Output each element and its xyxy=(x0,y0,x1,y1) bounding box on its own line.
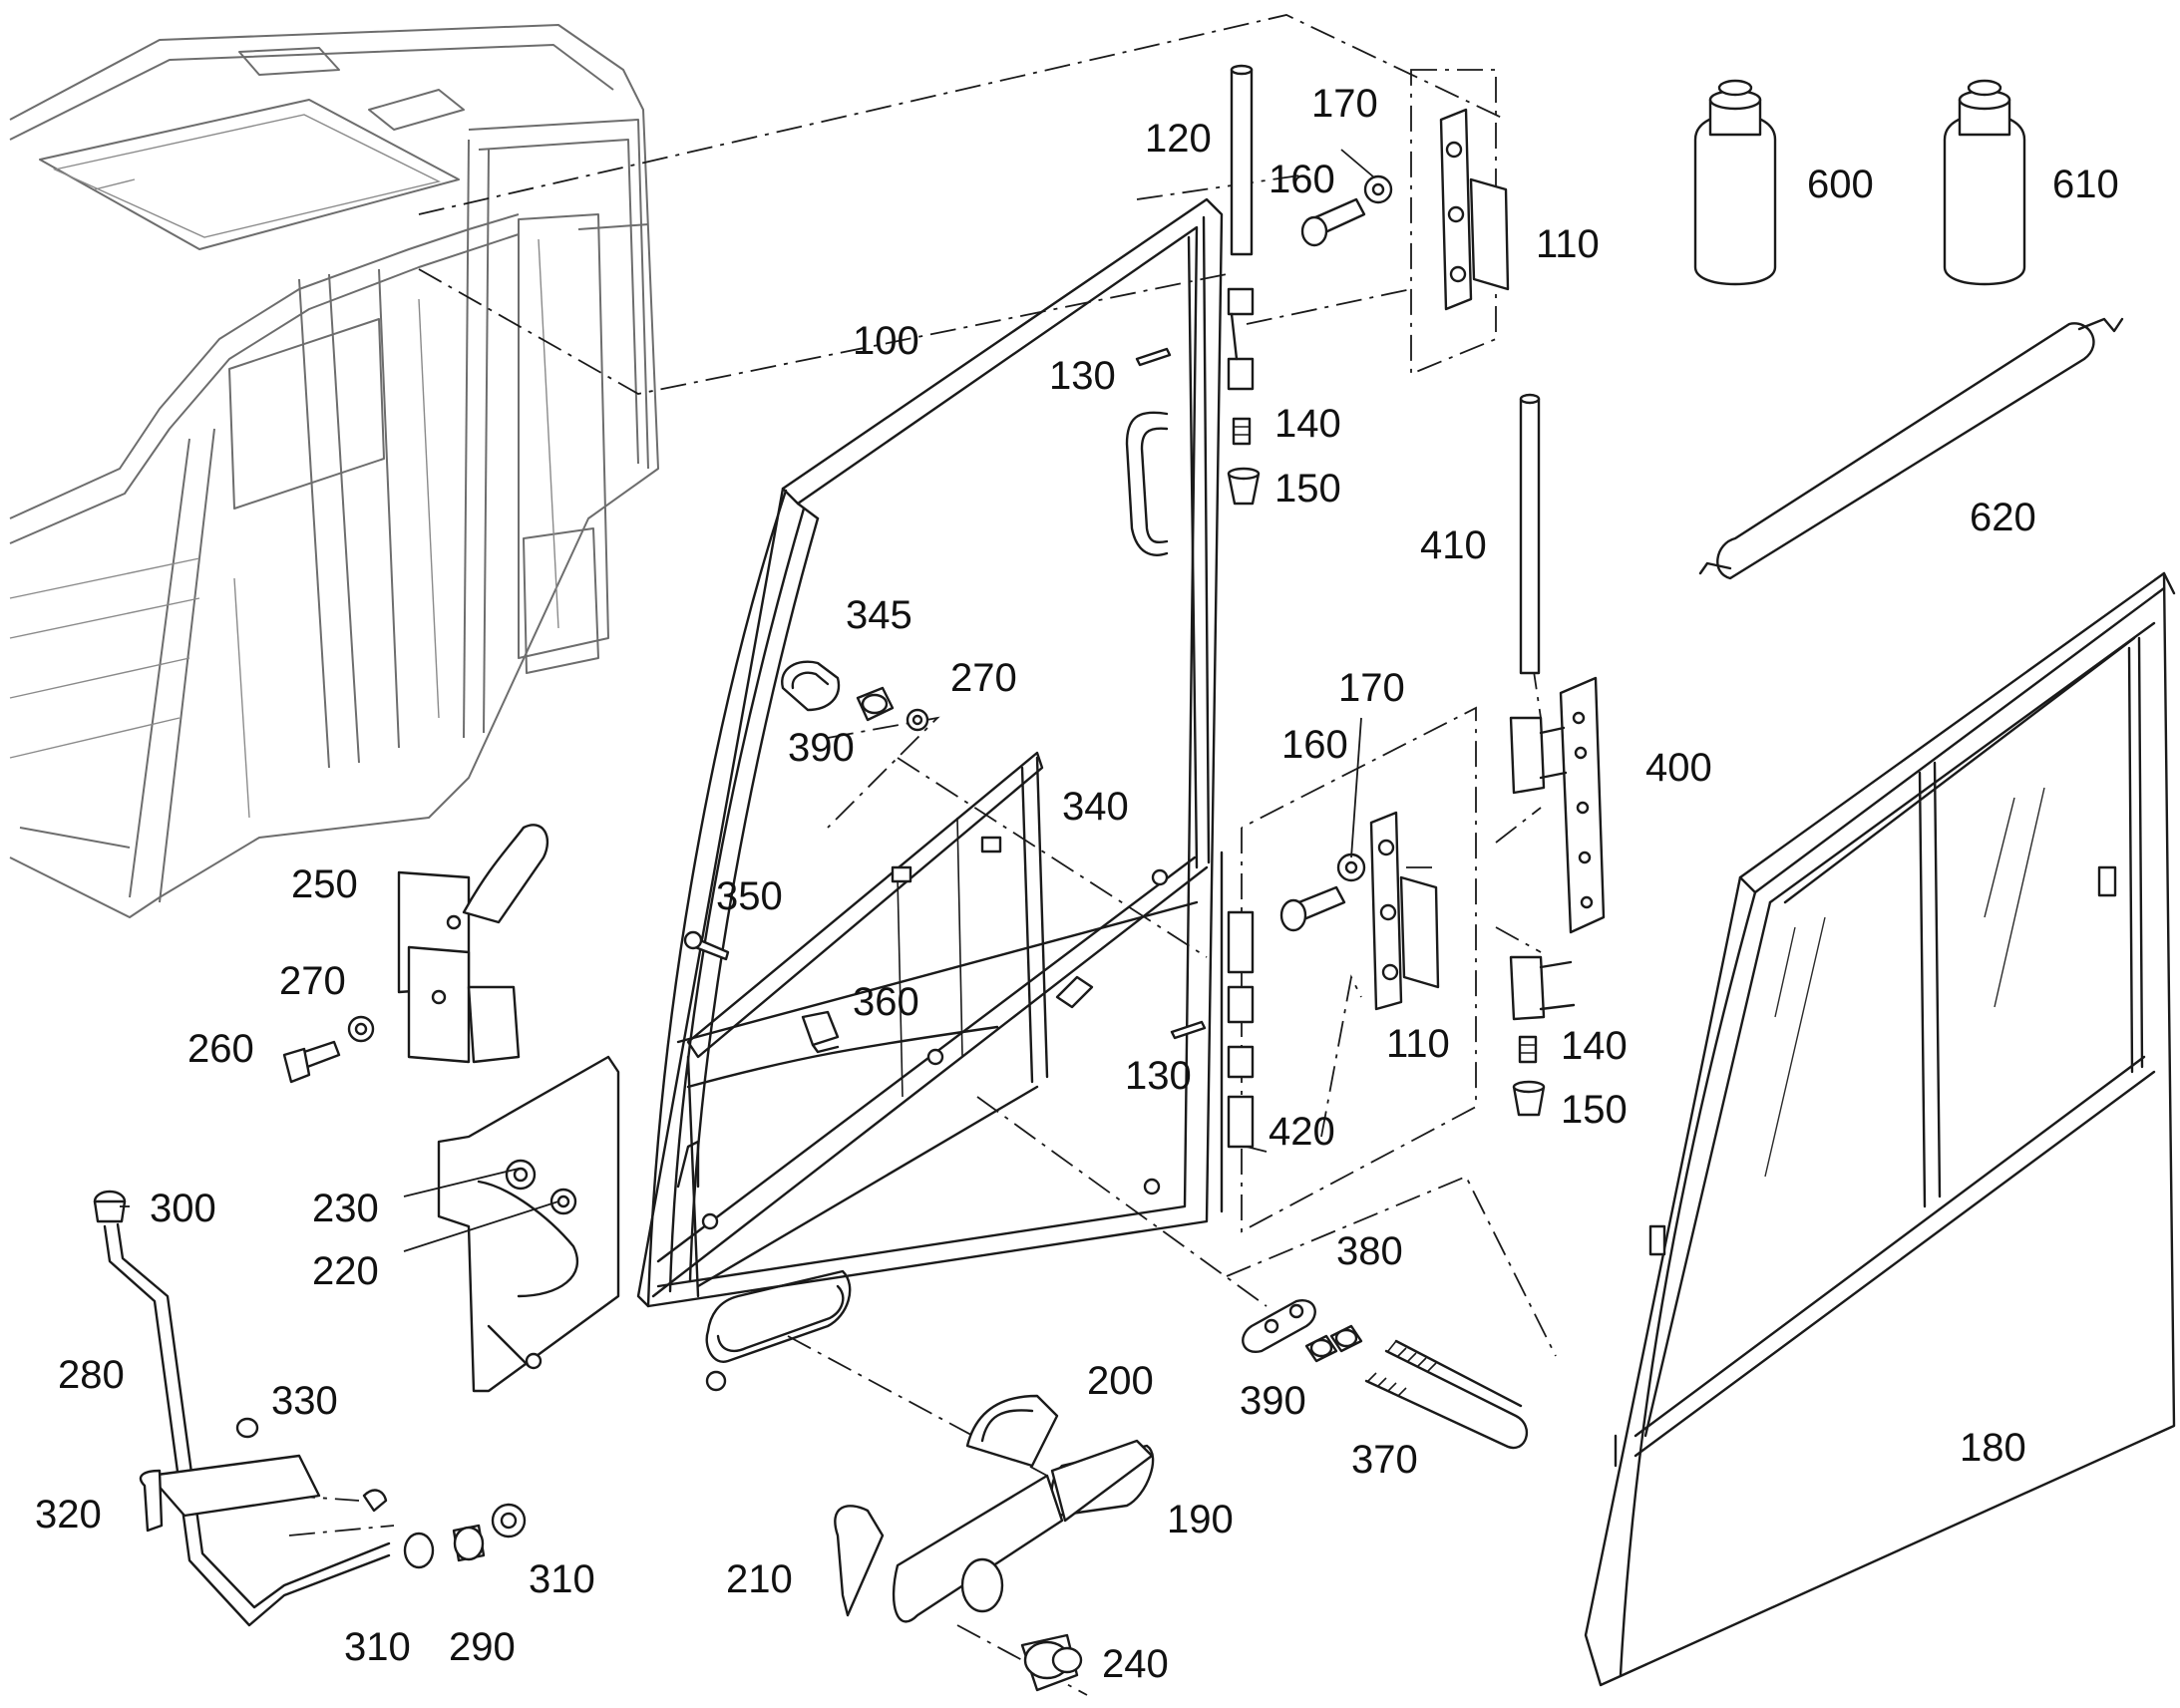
label-370: 370 xyxy=(1351,1438,1418,1482)
cab-structure xyxy=(9,24,659,918)
label-345: 345 xyxy=(846,593,912,637)
label-420: 420 xyxy=(1269,1110,1335,1154)
label-170-lower: 170 xyxy=(1338,666,1405,710)
label-600: 600 xyxy=(1807,163,1874,206)
label-280: 280 xyxy=(58,1353,125,1397)
label-210: 210 xyxy=(726,1557,793,1601)
label-400: 400 xyxy=(1645,746,1712,790)
label-410: 410 xyxy=(1420,523,1487,567)
label-240: 240 xyxy=(1102,1642,1169,1686)
lock-bracket xyxy=(437,1055,620,1393)
label-200: 200 xyxy=(1087,1359,1154,1403)
label-190: 190 xyxy=(1167,1498,1234,1541)
label-130-lower: 130 xyxy=(1125,1054,1192,1098)
label-340: 340 xyxy=(1062,785,1129,829)
inner-panel xyxy=(686,751,1049,1298)
label-120: 120 xyxy=(1145,117,1212,161)
label-610: 610 xyxy=(2052,163,2119,206)
panel-fasteners xyxy=(683,660,929,1054)
assembly-lines xyxy=(288,14,1557,1696)
label-110-upper: 110 xyxy=(1536,222,1600,266)
latch-group xyxy=(282,824,549,1084)
upper-hinge-group xyxy=(1135,64,1510,506)
label-320: 320 xyxy=(35,1493,102,1537)
door-frame xyxy=(636,197,1224,1392)
label-360: 360 xyxy=(853,980,919,1024)
label-150-upper: 150 xyxy=(1274,467,1341,511)
part-labels: 100 110 110 120 130 130 140 140 150 150 … xyxy=(35,82,2119,1686)
label-390-mid: 390 xyxy=(788,726,855,770)
label-160-upper: 160 xyxy=(1269,158,1335,201)
label-130-upper: 130 xyxy=(1049,354,1116,398)
sliding-window xyxy=(1584,571,2176,1687)
label-270-mid: 270 xyxy=(950,656,1017,700)
label-390-lower: 390 xyxy=(1240,1379,1306,1423)
bracket-bolts xyxy=(1242,1299,1528,1450)
right-hinge-group xyxy=(1509,393,1606,1117)
label-100: 100 xyxy=(853,319,919,363)
label-310-left: 310 xyxy=(344,1625,411,1669)
leader-lines xyxy=(120,149,1375,1252)
label-300: 300 xyxy=(150,1187,216,1230)
label-260: 260 xyxy=(187,1027,254,1071)
consumables xyxy=(1693,79,2124,580)
label-140-upper: 140 xyxy=(1274,402,1341,446)
label-310-right: 310 xyxy=(529,1557,595,1601)
label-220: 220 xyxy=(312,1249,379,1293)
label-620: 620 xyxy=(1970,496,2036,539)
label-290: 290 xyxy=(449,1625,516,1669)
label-350: 350 xyxy=(716,874,783,918)
rod-linkage xyxy=(93,1190,527,1627)
label-180: 180 xyxy=(1960,1426,2026,1470)
label-160-lower: 160 xyxy=(1281,723,1348,767)
label-110-lower: 110 xyxy=(1386,1022,1450,1066)
label-140-right: 140 xyxy=(1561,1024,1628,1068)
label-330: 330 xyxy=(271,1379,338,1423)
label-170-upper: 170 xyxy=(1311,82,1378,126)
label-380: 380 xyxy=(1336,1229,1403,1273)
label-250: 250 xyxy=(291,862,358,906)
label-150-right: 150 xyxy=(1561,1088,1628,1132)
lower-hinge-group xyxy=(1170,811,1440,1149)
label-270-left: 270 xyxy=(279,959,346,1003)
label-230: 230 xyxy=(312,1187,379,1230)
handle-assembly xyxy=(834,1394,1155,1692)
